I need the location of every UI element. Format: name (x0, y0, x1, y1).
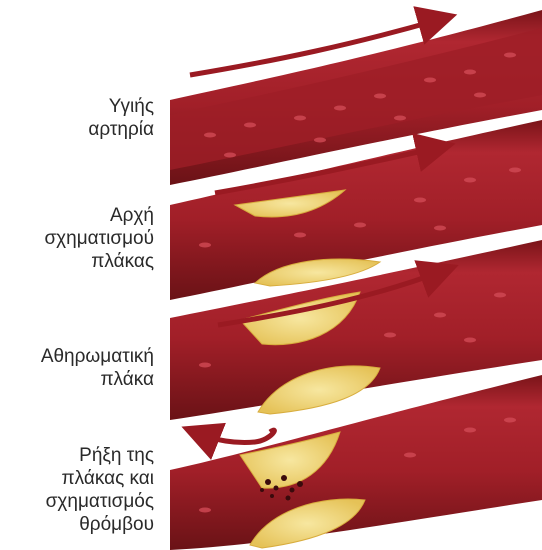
stage-label-early-plaque: Αρχή σχηματισμού πλάκας (44, 204, 154, 273)
stage-label-rupture: Ρήξη της πλάκας και σχηματισμός θρόμβου (46, 444, 154, 536)
reverse-flow-arrow (200, 430, 274, 442)
stage-label-healthy: Υγιής αρτηρία (88, 95, 154, 141)
stage-label-atheroma: Αθηρωματική πλάκα (41, 345, 154, 391)
